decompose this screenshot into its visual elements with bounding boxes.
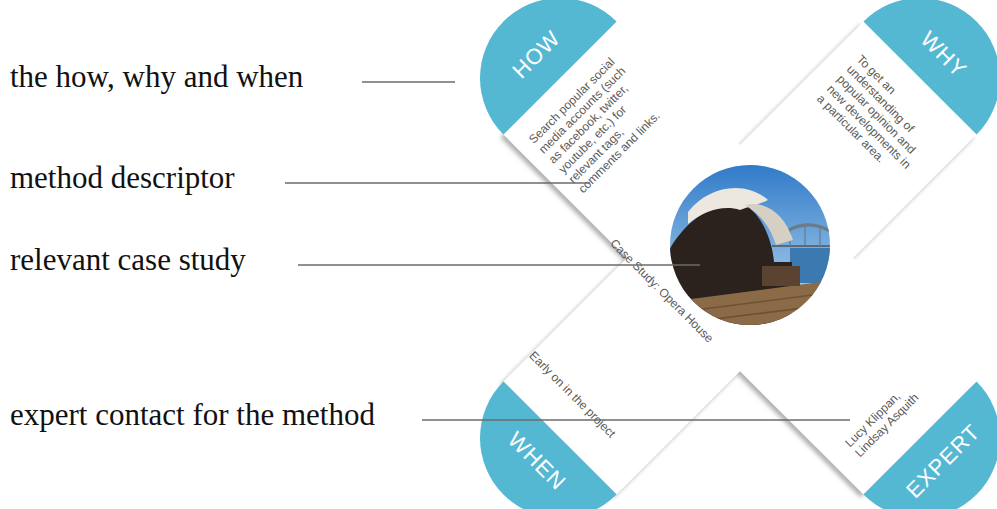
tab-fill xyxy=(447,381,617,509)
annotation-label: method descriptor xyxy=(10,160,235,196)
tab-fill xyxy=(863,0,997,135)
case-study-photo xyxy=(665,160,838,332)
annotation-label: expert contact for the method xyxy=(10,397,375,433)
annotation-label: the how, why and when xyxy=(10,59,303,95)
tab-fill xyxy=(447,0,617,135)
annotation-label: relevant case study xyxy=(10,242,246,278)
method-card: Search popular social media accounts (su… xyxy=(470,0,997,509)
tab-fill xyxy=(863,381,997,509)
leader-line xyxy=(285,82,850,420)
